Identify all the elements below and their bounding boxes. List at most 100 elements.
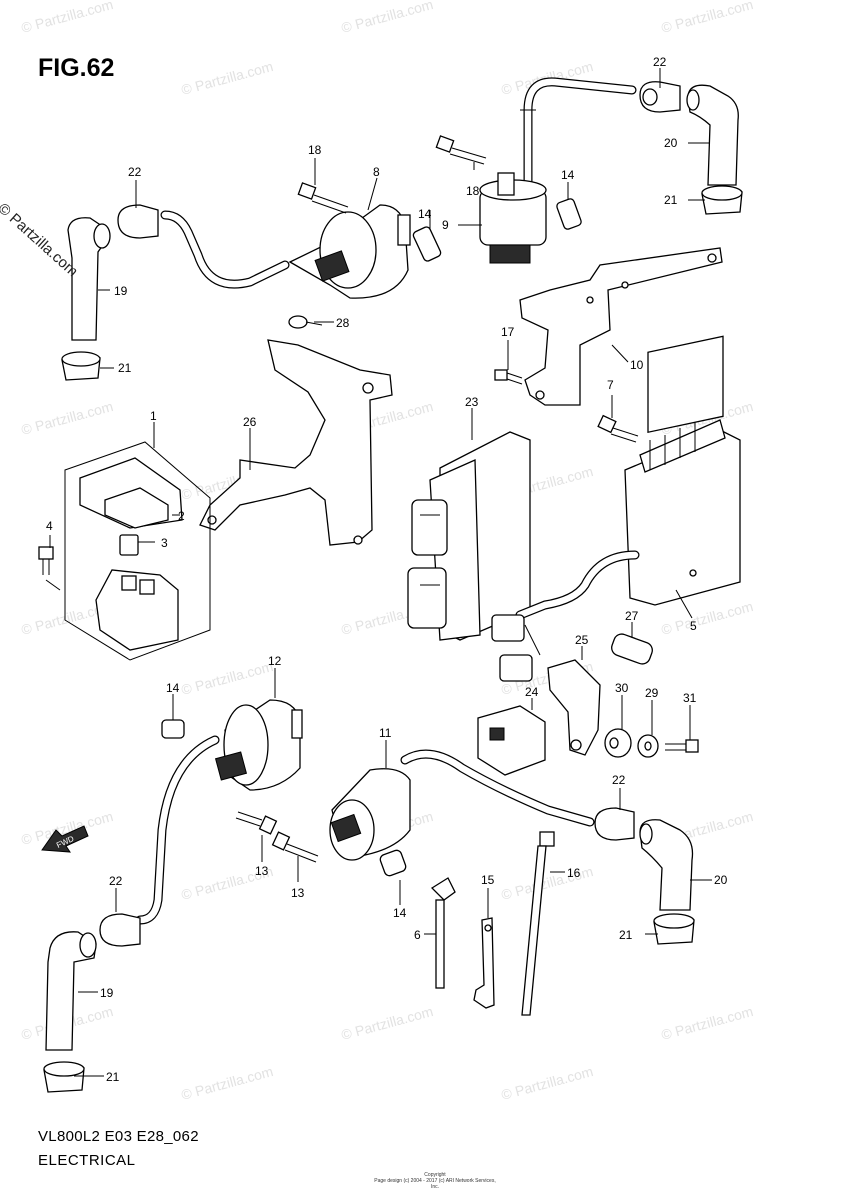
figure-code: VL800L2 E03 E28_062	[38, 1128, 199, 1145]
callout-23: 23	[465, 395, 479, 409]
callout-20: 20	[714, 873, 728, 887]
callout-15: 15	[481, 873, 495, 887]
bolt-7[interactable]	[597, 414, 639, 443]
callout-9: 9	[442, 218, 449, 232]
callout-30: 30	[615, 681, 629, 695]
callout-1: 1	[150, 409, 157, 423]
callout-12: 12	[268, 654, 282, 668]
hose-coil-11	[400, 749, 595, 827]
callout-17: 17	[501, 325, 515, 339]
seal-21-lower-right[interactable]	[653, 913, 695, 945]
fwd-arrow-icon: FWD	[41, 825, 89, 853]
bolt-17[interactable]	[494, 369, 523, 385]
callout-14: 14	[418, 207, 432, 221]
callout-25: 25	[575, 633, 589, 647]
callout-22: 22	[653, 55, 667, 69]
callout-6: 6	[414, 928, 421, 942]
plug-cap-19-top-left[interactable]	[67, 217, 111, 341]
collar-14-top-left[interactable]	[412, 226, 442, 263]
callout-21: 21	[619, 928, 633, 942]
tie-6[interactable]	[430, 877, 456, 989]
figure-name: ELECTRICAL	[38, 1152, 136, 1169]
callout-2: 2	[178, 509, 185, 523]
callout-31: 31	[683, 691, 697, 705]
callout-13: 13	[255, 864, 269, 878]
callout-14: 14	[166, 681, 180, 695]
callout-21: 21	[106, 1070, 120, 1084]
copyright-notice: Copyright Page design (c) 2004 - 2017 (c…	[370, 1172, 500, 1190]
ignition-coil-12[interactable]	[214, 699, 303, 791]
collar-14-top-right[interactable]	[556, 198, 582, 230]
ignition-coil-9[interactable]	[479, 77, 637, 264]
clamp-15[interactable]	[473, 917, 495, 1009]
callout-3: 3	[161, 536, 168, 550]
callout-21: 21	[118, 361, 132, 375]
relay-24[interactable]	[477, 705, 546, 776]
callout-22: 22	[109, 874, 123, 888]
callout-16: 16	[567, 866, 581, 880]
bolt-4[interactable]	[38, 546, 54, 575]
bolt-13-b[interactable]	[271, 831, 319, 863]
callout-26: 26	[243, 415, 257, 429]
ecu-23[interactable]	[407, 431, 531, 641]
hose-coil-12	[135, 735, 220, 925]
callout-22: 22	[128, 165, 142, 179]
cap-22-top-right[interactable]	[639, 81, 681, 113]
bolt-18-right[interactable]	[435, 135, 487, 165]
regulator-wire-harness	[491, 550, 640, 682]
plug-cap-20-lower-right[interactable]	[639, 819, 694, 911]
copyright-line-2: Page design (c) 2004 - 2017 (c) ARI Netw…	[374, 1178, 496, 1190]
plug-cap-20-top-right[interactable]	[686, 84, 739, 186]
cap-22-top-left[interactable]	[117, 204, 159, 239]
callout-14: 14	[561, 168, 575, 182]
callout-4: 4	[46, 519, 53, 533]
tie-16[interactable]	[521, 831, 555, 1016]
hose-top-left	[160, 210, 290, 289]
screw-28[interactable]	[288, 315, 323, 329]
bolt-18-left[interactable]	[297, 182, 349, 214]
callout-21: 21	[664, 193, 678, 207]
washer-29[interactable]	[637, 734, 659, 758]
callout-27: 27	[625, 609, 639, 623]
bracket-25[interactable]	[547, 659, 601, 756]
callout-28: 28	[336, 316, 350, 330]
callout-7: 7	[607, 378, 614, 392]
copyright-line-1: Copyright	[424, 1172, 446, 1178]
seal-21-top-right[interactable]	[701, 185, 743, 215]
regulator-5[interactable]	[624, 335, 741, 606]
callout-19: 19	[100, 986, 114, 1000]
collar-14-lower[interactable]	[379, 849, 407, 877]
sleeve-27[interactable]	[609, 632, 654, 666]
bracket-10[interactable]	[519, 247, 723, 406]
callout-numbers: 22 20 21 18 8 18 14 9 14 22 19 21 28 10 …	[46, 55, 728, 1084]
bolt-31[interactable]	[665, 739, 699, 753]
callout-10: 10	[630, 358, 644, 372]
callout-19: 19	[114, 284, 128, 298]
callout-18: 18	[308, 143, 322, 157]
fuse-3[interactable]	[119, 534, 139, 556]
callout-22: 22	[612, 773, 626, 787]
callout-14: 14	[393, 906, 407, 920]
seal-21-top-left[interactable]	[61, 351, 101, 381]
starter-relay-box-1[interactable]	[64, 441, 211, 661]
callout-29: 29	[645, 686, 659, 700]
cap-22-lower-right[interactable]	[594, 807, 635, 841]
cap-22-lower-left[interactable]	[99, 913, 141, 947]
bolt-13-a[interactable]	[235, 811, 278, 835]
seal-21-lower-left[interactable]	[43, 1061, 85, 1093]
ignition-coil-11[interactable]	[329, 768, 411, 861]
leader-lines	[45, 68, 712, 1077]
ignition-coil-8[interactable]	[288, 204, 411, 299]
collar-30[interactable]	[604, 728, 632, 758]
plug-cap-19-lower-left[interactable]	[45, 931, 97, 1051]
callout-8: 8	[373, 165, 380, 179]
callout-24: 24	[525, 685, 539, 699]
figure-title: FIG.62	[38, 54, 115, 82]
collar-14-mid[interactable]	[161, 719, 185, 739]
bracket-26[interactable]	[199, 339, 393, 546]
callout-18: 18	[466, 184, 480, 198]
callout-13: 13	[291, 886, 305, 900]
callout-5: 5	[690, 619, 697, 633]
callout-11: 11	[379, 726, 392, 740]
